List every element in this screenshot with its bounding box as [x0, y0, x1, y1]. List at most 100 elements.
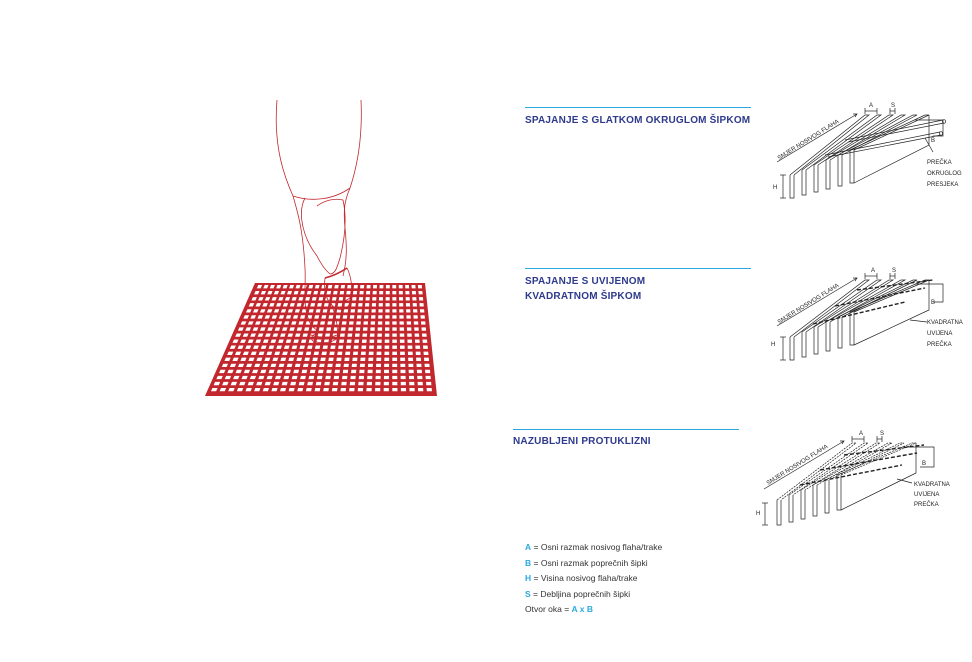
grating-slot [255, 321, 261, 325]
grating-slot [293, 339, 299, 343]
grating-slot [358, 303, 363, 307]
grating-slot [343, 363, 349, 368]
grating-slot [335, 363, 341, 368]
grating-slot [335, 315, 341, 319]
grating-slot [366, 291, 371, 295]
grating-slot [307, 381, 313, 386]
grating-slot [250, 315, 257, 319]
grating-slot [360, 351, 366, 355]
grating-slot [384, 345, 390, 349]
grating-slot [228, 387, 235, 392]
grating-slot [377, 327, 383, 331]
grating-slot [280, 333, 286, 337]
grating-slot [375, 387, 381, 392]
grating-slot [333, 375, 340, 380]
grating-slot [331, 297, 337, 301]
grating-slot [267, 291, 273, 295]
grating-slot [339, 333, 345, 337]
grating-slot [361, 339, 367, 343]
grating-slot [358, 297, 364, 301]
grating-slot [285, 339, 292, 343]
grating-slot [420, 315, 425, 319]
grating-slot [300, 291, 306, 295]
grating-slot [384, 351, 390, 355]
grating-slot [253, 345, 259, 349]
grating-slot [323, 303, 329, 307]
grating-slot [369, 345, 374, 349]
grating-slot [262, 363, 269, 368]
grating-slot [383, 381, 389, 386]
grating-slot [282, 351, 288, 355]
grating-slot [318, 297, 324, 301]
grating-slot [287, 309, 294, 313]
grating-slot [319, 363, 325, 368]
grating-slot [377, 321, 383, 325]
grating-slot [276, 345, 282, 349]
grating-slot [426, 387, 432, 392]
grating-slot [294, 363, 301, 368]
grating-slot [282, 327, 288, 331]
grating-slot [414, 339, 420, 343]
grating-slot [321, 351, 327, 355]
grating-slot [274, 351, 281, 355]
section-3-label-h: H [756, 511, 760, 517]
grating-slot [352, 357, 358, 361]
grating-slot [266, 309, 273, 313]
grating-slot [288, 357, 295, 361]
grating-slot [341, 381, 347, 386]
section-1-diagram: SMJER NOSIVOG FLAHA A S B H PREČKA OKRUG… [773, 103, 962, 199]
section-1-label-s: S [891, 103, 895, 109]
grating-slot [269, 321, 276, 325]
grating-slot [424, 363, 430, 368]
grating-slot [257, 333, 264, 337]
grating-slot [353, 285, 358, 289]
grating-slot [296, 327, 303, 331]
grating-slot [348, 321, 354, 325]
grating-slot [269, 285, 275, 289]
grating-slot [323, 387, 329, 392]
grating-slot [245, 387, 252, 392]
grating-slot [263, 285, 269, 289]
grating-slot [408, 363, 414, 368]
grating-slot [332, 381, 339, 386]
section-3-callout-2: UVIJENA [914, 492, 939, 498]
grating-slot [216, 375, 223, 380]
grating-slot [329, 351, 335, 355]
grating-slot [405, 291, 410, 295]
grating-slot [369, 333, 375, 337]
grating-slot [237, 363, 245, 368]
grating-slot [237, 327, 244, 331]
grating-slot [272, 333, 279, 337]
grating-slot [250, 333, 256, 337]
grating-slot [406, 309, 411, 313]
grating-slot [221, 363, 229, 368]
section-3-callout-3: PREČKA [914, 501, 939, 508]
section-2-label-h: H [771, 342, 775, 348]
grating-slot [271, 297, 277, 301]
grating-slot [362, 333, 368, 337]
grating-slot [367, 375, 373, 380]
grating-slot [367, 369, 373, 374]
grating-slot [385, 291, 390, 295]
grating-slot [210, 387, 218, 392]
grating-slot [349, 315, 355, 319]
grating-slot [330, 345, 336, 349]
grating-slot [283, 321, 290, 325]
grating-slot [245, 345, 252, 349]
grating-slot [320, 321, 326, 325]
grating-slot [392, 291, 397, 295]
grating-slot [360, 285, 365, 289]
grating-slot [421, 333, 427, 337]
grating-slot [290, 351, 296, 355]
grating-slot [308, 285, 314, 289]
grating-slot [266, 375, 273, 380]
grating-slot [320, 357, 326, 361]
grating-slot [346, 291, 351, 295]
grating-slot [344, 357, 350, 361]
grating-slot [299, 345, 305, 349]
grating-slot [235, 369, 242, 374]
legend: A = Osni razmak nosivog flaha/trake B = … [525, 540, 662, 618]
grating-slot [240, 321, 247, 325]
section-3-title: NAZUBLJENI PROTUKLIZNI [513, 436, 651, 447]
grating-slot [326, 291, 332, 295]
